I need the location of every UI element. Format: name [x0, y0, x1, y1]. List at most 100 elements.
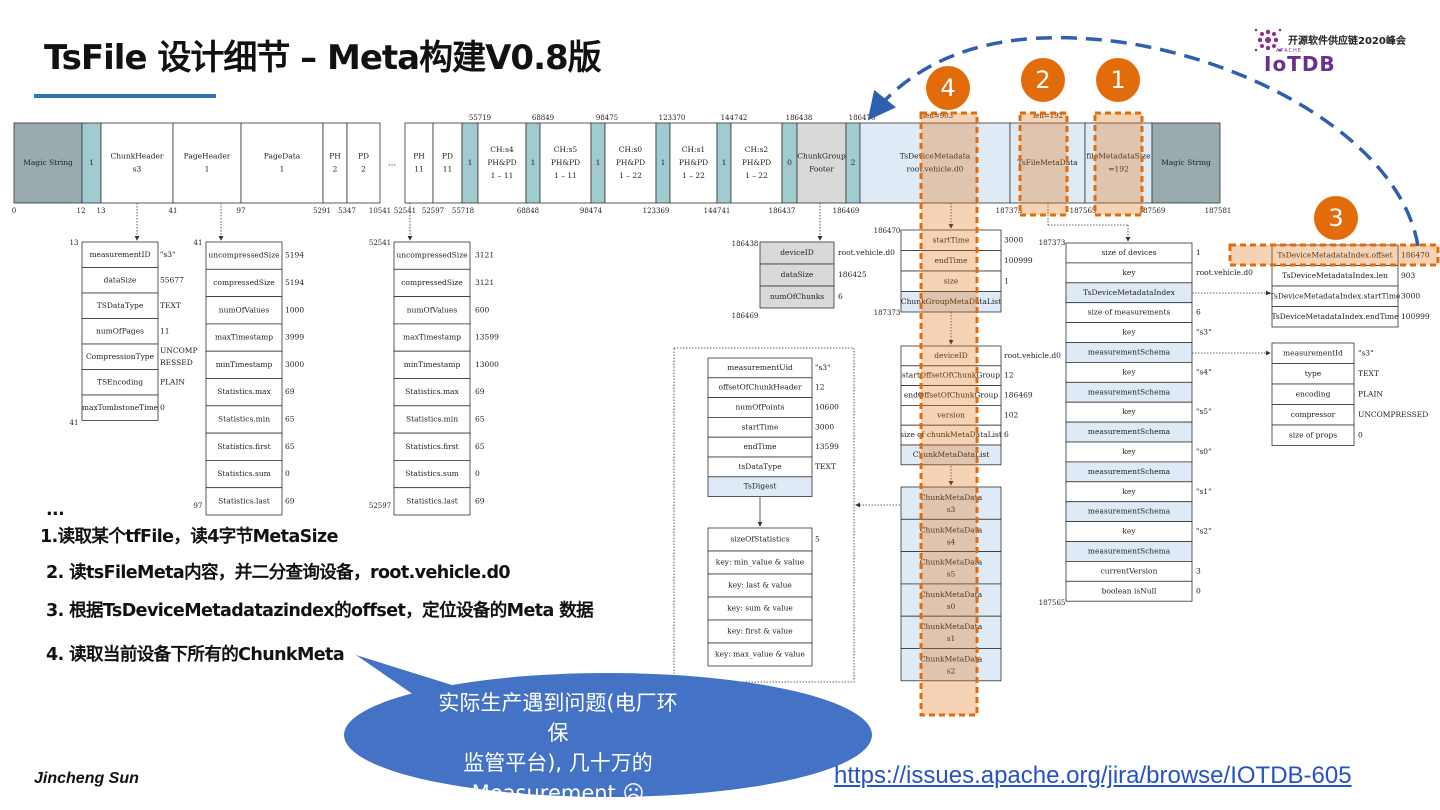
file-bar-label: 1 – 22 [682, 171, 705, 180]
file-bar-label: 11 [443, 165, 453, 174]
file-bar-label: 1 [280, 165, 285, 174]
highlight-file-metadata [1018, 111, 1069, 217]
page-header-2-row [393, 378, 471, 407]
offset-bottom-label: 10541 [369, 207, 391, 215]
chunk-header-row [81, 318, 159, 345]
page-header-1-end: 97 [194, 502, 203, 510]
callout-bubble-text: 实际生产遇到问题(电厂环保 监管平台), 几十万的 Measurement ☹ [430, 688, 686, 808]
file-bar-label: PH [329, 152, 341, 161]
chunk-meta-data-label: ChunkMetaData [920, 525, 983, 534]
chunk-meta-detail-value: 12 [815, 383, 825, 392]
device-index-value: 903 [1401, 271, 1416, 280]
measurement-schema-key: measurementId [1283, 348, 1343, 357]
chunk-group-meta-value: 102 [1004, 410, 1019, 419]
ts-digest-key: key: min_value & value [716, 558, 805, 567]
callout-bubble-tail [356, 655, 468, 706]
jump-arrow [867, 35, 1420, 247]
highlight-metadata-size [1093, 111, 1144, 217]
chunk-header-key: CompressionType [86, 352, 155, 361]
page-header-2-value: 13599 [475, 333, 499, 342]
device-index-key: TsDeviceMetadataIndex.len [1282, 271, 1388, 280]
measurement-schema-value: 0 [1358, 430, 1363, 439]
device-time-value: 100999 [1004, 256, 1033, 265]
file-bar-label: TsDeviceMetadata [900, 152, 971, 161]
page-header-1-value: 1000 [285, 305, 304, 314]
offset-bottom-label: 186437 [769, 207, 796, 215]
page-header-1-key: Statistics.last [218, 496, 269, 505]
file-meta-key: currentVersion [1101, 566, 1158, 575]
offset-top-label: 123370 [659, 114, 686, 122]
chunk-header-value: 11 [160, 326, 170, 335]
file-meta-key: size of devices [1101, 248, 1156, 257]
chunk-header-start: 13 [70, 239, 79, 247]
page-header-2-key: Statistics.last [406, 496, 457, 505]
offset-bottom-label: 187373 [996, 207, 1023, 215]
file-meta-value: 6 [1196, 308, 1201, 317]
step-3-text: 3. 根据TsDeviceMetadatazindex的offset，定位设备的… [46, 601, 594, 621]
offset-bottom-label: 68848 [517, 207, 539, 215]
device-time-key: endTime [934, 256, 968, 265]
file-bar-cell [539, 122, 592, 204]
file-bar-cell [100, 122, 174, 204]
page-header-1-key: uncompressedSize [208, 251, 280, 260]
file-bar-label: ChunkHeader [110, 152, 163, 161]
page-header-1-key: minTimestamp [216, 360, 273, 369]
file-meta-key: measurementSchema [1088, 387, 1171, 396]
file-bar-label: root.vehicle.d0 [907, 165, 964, 174]
chunk-header-value: PLAIN [160, 377, 185, 386]
file-bar-label: PH&PD [742, 158, 771, 167]
offset-top-label: 68849 [532, 114, 554, 122]
file-meta-row [1065, 580, 1193, 602]
step-1-text: 1.读取某个tfFile，读4字节MetaSize [40, 527, 339, 547]
file-meta-key: measurementSchema [1088, 507, 1171, 516]
chunk-meta-data-cell [900, 583, 1002, 617]
page-header-2-row [393, 487, 471, 516]
file-bar-label: PH [413, 152, 425, 161]
page-header-2-row [393, 296, 471, 325]
page-header-1-key: compressedSize [213, 278, 275, 287]
ts-digest-row [707, 642, 813, 667]
chunk-header-value: 55677 [160, 275, 184, 284]
chunk-meta-detail-frame [673, 347, 855, 683]
file-bar-label: 1 – 11 [554, 171, 577, 180]
offset-top-label: 98475 [596, 114, 618, 122]
chunk-header-value: RESSED [160, 358, 193, 367]
file-bar-label: PH&PD [551, 158, 580, 167]
chunk-group-meta-value: 186469 [1004, 391, 1033, 400]
file-bar-label: s3 [133, 165, 142, 174]
chunk-group-meta-value: 6 [1004, 430, 1009, 439]
device-meta-start: 186470 [874, 227, 901, 235]
page-header-2-row [393, 241, 471, 270]
issue-link[interactable]: https://issues.apache.org/jira/browse/IO… [834, 762, 1352, 789]
chunk-header-value: 0 [160, 403, 165, 412]
file-bar-label: =192 [1108, 165, 1129, 174]
chunk-meta-detail-value: 10600 [815, 403, 839, 412]
file-bar-label: 1 – 22 [619, 171, 642, 180]
file-bar-label: CH:s2 [745, 145, 769, 154]
offset-top-label: 186438 [786, 114, 813, 122]
len-label: len=192 [1033, 112, 1063, 120]
page-header-2-key: minTimestamp [404, 360, 461, 369]
offset-bottom-label: 41 [169, 207, 178, 215]
file-bar-label: 1 [722, 158, 727, 167]
file-bar-label: 1 – 11 [491, 171, 514, 180]
file-bar-cell [346, 122, 381, 204]
chunk-group-footer-key: deviceID [780, 248, 814, 257]
measurement-schema-value: PLAIN [1358, 389, 1383, 398]
offset-bottom-label: 187581 [1205, 207, 1232, 215]
file-bar-label: CH:s4 [490, 145, 514, 154]
page-header-2-value: 65 [475, 414, 485, 423]
chunk-group-meta-key: ChunkMetaDataList [913, 450, 990, 459]
file-bar-cell [404, 122, 434, 204]
file-bar-cell [604, 122, 657, 204]
file-bar-cell [1151, 122, 1221, 204]
device-index-value: 3000 [1401, 291, 1420, 300]
chunk-meta-data-label: ChunkMetaData [920, 493, 983, 502]
chunk-header-key: maxTombstoneTime [82, 403, 159, 412]
file-meta-key: measurementSchema [1088, 467, 1171, 476]
file-bar-cell [172, 122, 242, 204]
page-header-2-key: Statistics.sum [405, 469, 459, 478]
page-header-1-value: 65 [285, 414, 295, 423]
file-meta-value: 1 [1196, 248, 1201, 257]
chunk-meta-data-measurement: s1 [947, 634, 956, 643]
